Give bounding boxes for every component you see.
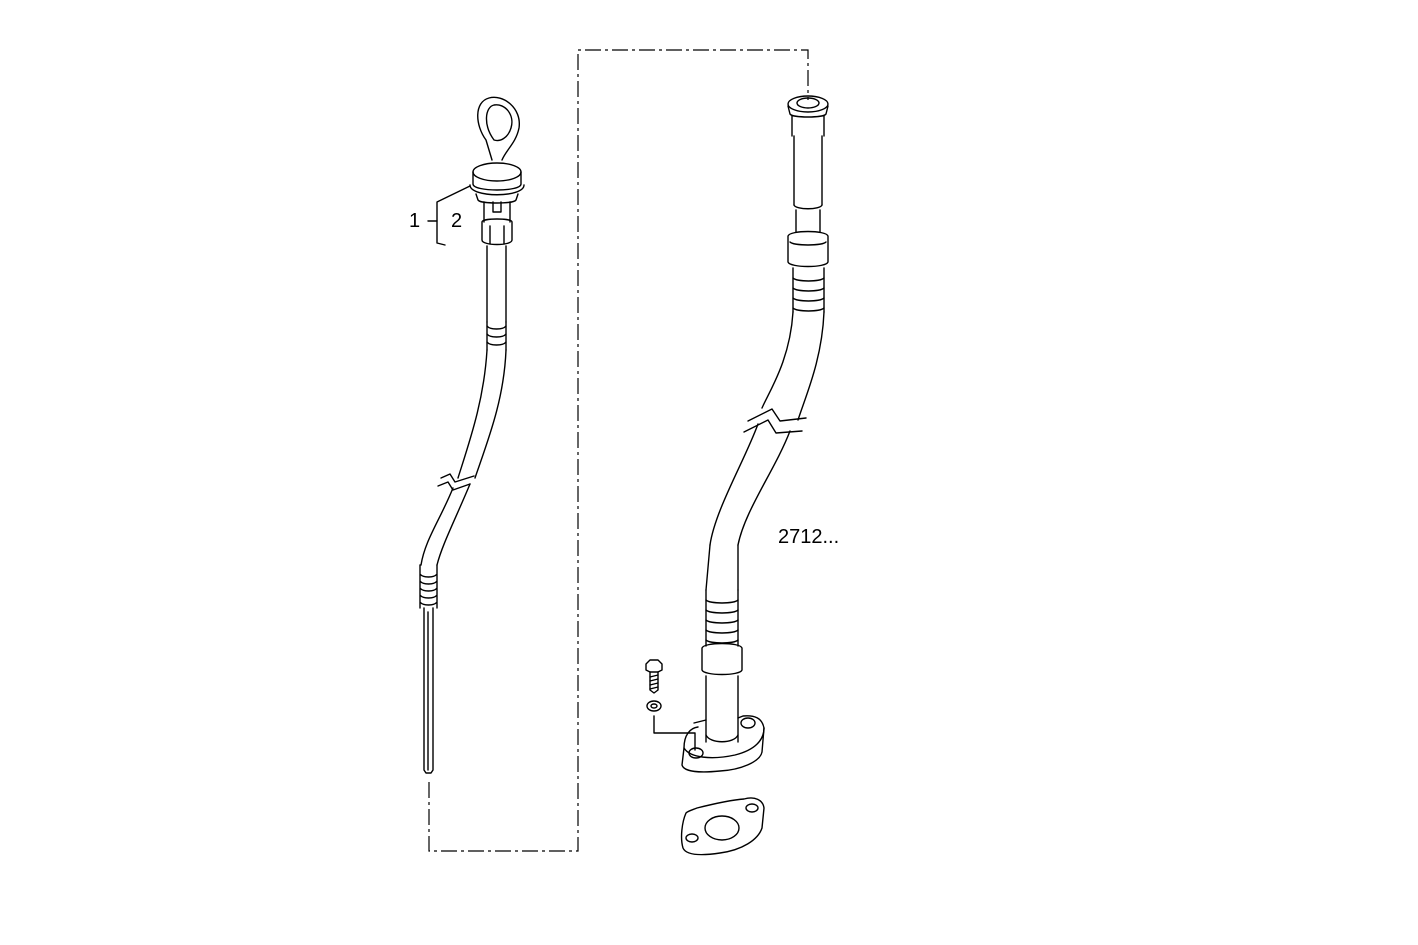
callout-1[interactable]: 1 (409, 210, 421, 232)
flange[interactable] (681, 715, 765, 773)
gasket[interactable] (680, 797, 765, 856)
callout-2[interactable]: 2 (451, 210, 463, 232)
bolt[interactable] (645, 659, 663, 694)
callout-bracket (427, 185, 471, 246)
reference-label[interactable]: 2712... (778, 526, 840, 548)
leader-line (653, 715, 696, 751)
guide-tube[interactable] (701, 95, 829, 743)
washer[interactable] (646, 700, 662, 712)
dipstick-cap[interactable] (469, 162, 525, 246)
dipstick[interactable] (419, 96, 525, 774)
assembly-centerline (428, 49, 809, 852)
